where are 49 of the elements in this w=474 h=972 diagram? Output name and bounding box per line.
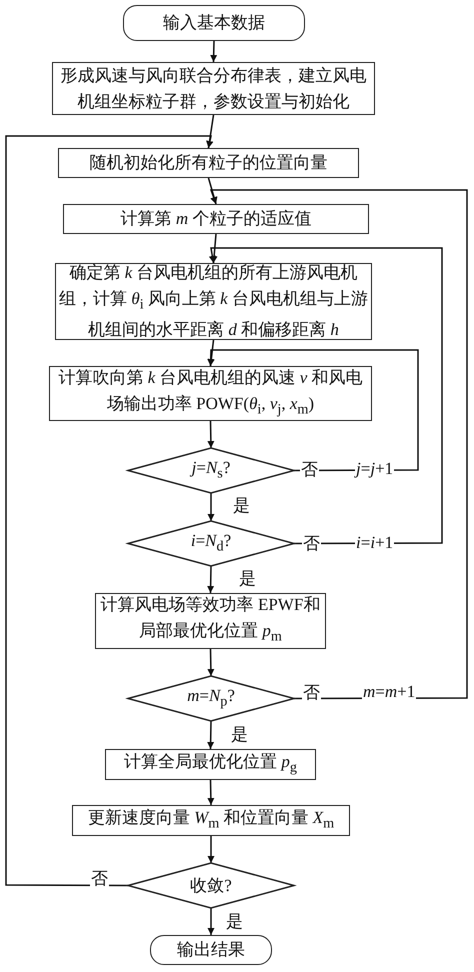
process-box	[72, 805, 350, 836]
process-box	[58, 148, 359, 178]
edge-label: 是	[230, 725, 249, 745]
arrow	[210, 234, 218, 264]
arrow	[5, 135, 214, 886]
arrow	[207, 566, 214, 594]
arrow	[207, 420, 214, 448]
edge-label: 是	[238, 569, 257, 589]
node-text: 输出结果	[176, 939, 246, 961]
arrow	[208, 340, 215, 366]
terminal-box	[150, 935, 272, 965]
node-text: 计算风电场等效功率 EPWF和局部最优化位置 p$_{m}$	[100, 594, 322, 647]
process-box	[63, 204, 369, 234]
arrow	[208, 493, 214, 521]
node-text: 确定第 k 台风电机组的所有上游风电机组，计算 θ$_{i}$ 风向上第 k 台风电机组与上游机组间的水平距离 d 和偏移距离 h	[58, 262, 369, 342]
edge-label: 否	[300, 460, 319, 480]
edge-label: 否	[302, 683, 321, 703]
arrow	[210, 189, 468, 700]
node-text: i=N$_{d}$?	[190, 530, 232, 556]
edge-label: 是	[232, 496, 251, 516]
arrow	[207, 780, 214, 806]
node-text: 计算第 m 个粒子的适应值	[120, 208, 312, 230]
arrow	[208, 247, 443, 544]
edge-label: 否	[302, 534, 321, 554]
node-text: 收敛?	[189, 874, 233, 896]
node-text: 形成风速与风向联合分布律表，建立风电机组坐标粒子群，参数设置与初始化	[60, 64, 368, 112]
decision-diamond	[128, 676, 294, 721]
node-text: 计算全局最优化位置 p$_{g}$	[123, 750, 298, 778]
arrow	[208, 908, 214, 935]
node-text: j=N$_{s}$?	[188, 456, 232, 484]
arrow	[207, 648, 214, 676]
arrow	[207, 349, 419, 472]
arrow	[208, 178, 218, 204]
edge-label: 否	[90, 869, 109, 889]
node-text: 输入基本数据	[162, 12, 266, 34]
arrow	[207, 720, 214, 750]
arrow	[208, 836, 214, 863]
node-text: 计算吹向第 k 台风电机组的风速 v 和风电场输出功率 POWF(θ$_{i}$, v$_{j}$, x$_{m}$)	[57, 366, 364, 420]
decision-diamond	[128, 521, 294, 566]
edge-label: 是	[225, 912, 244, 932]
decision-diamond	[128, 448, 294, 493]
decision-diamond	[128, 863, 294, 908]
arrow	[210, 40, 218, 62]
node-text: m=N$_{p}$?	[186, 684, 236, 712]
node-text: 更新速度向量 W$_{m}$ 和位置向量 X$_{m}$	[86, 806, 336, 834]
arrow	[206, 114, 214, 148]
terminal-box	[123, 5, 305, 41]
process-box	[105, 749, 316, 780]
node-text: 随机初始化所有粒子的位置向量	[88, 152, 328, 174]
